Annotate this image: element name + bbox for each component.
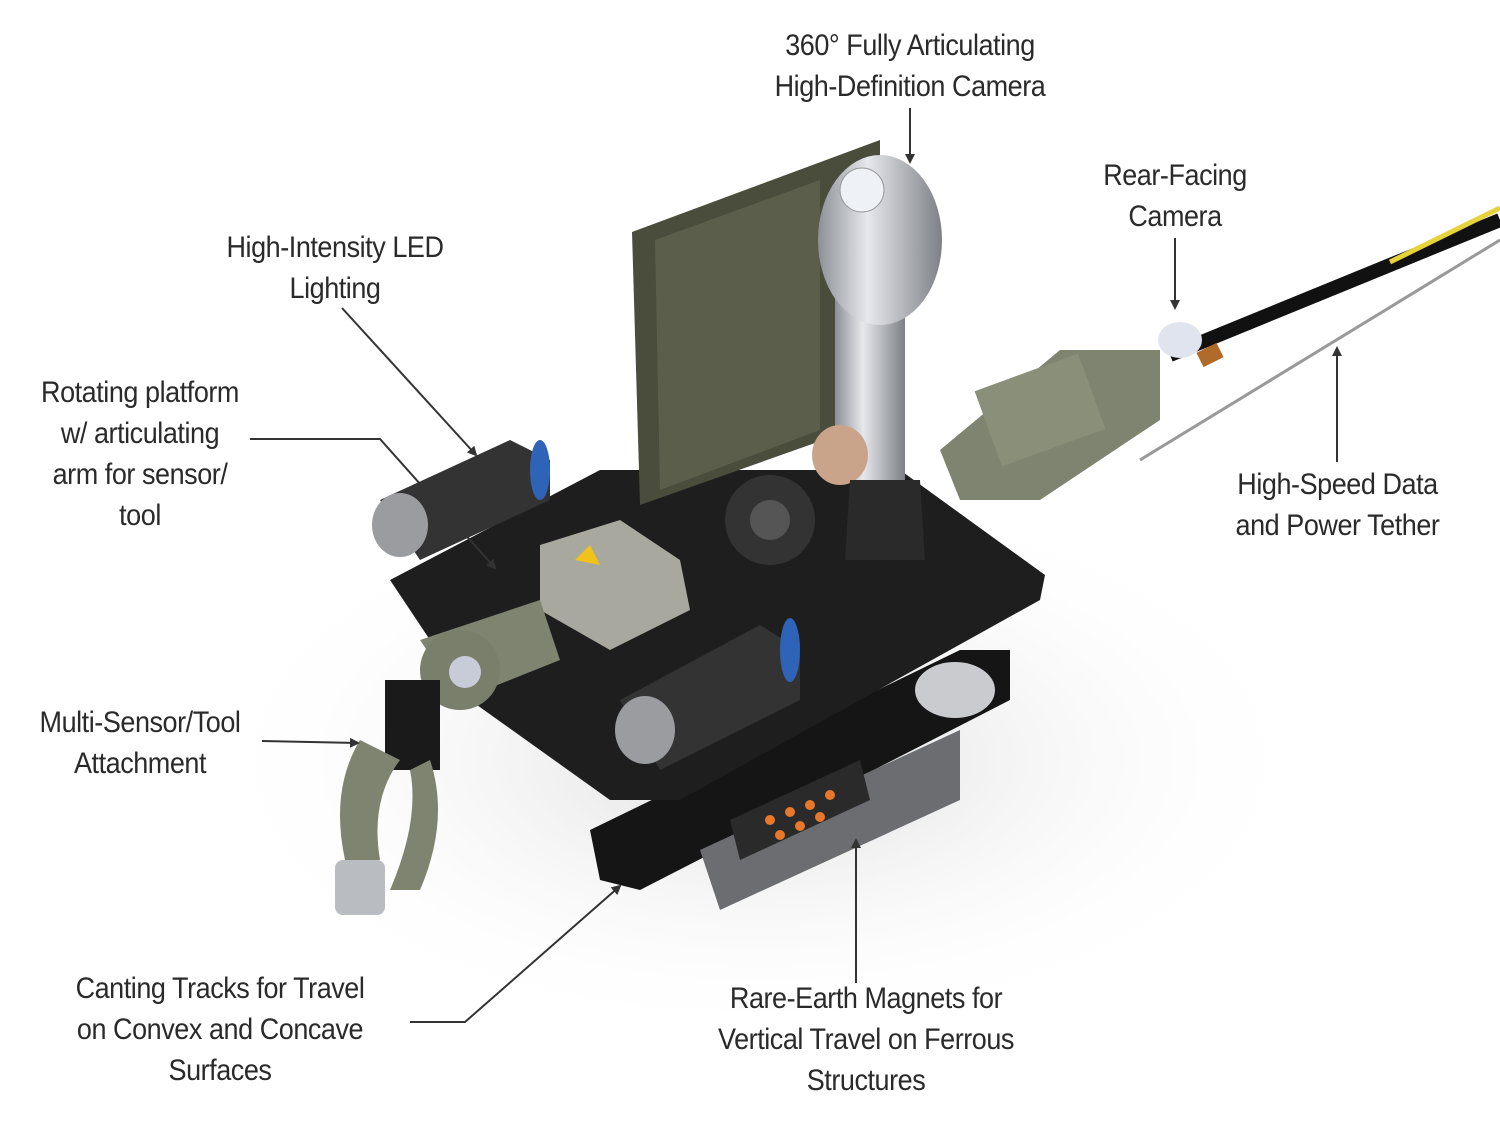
tool-attachment xyxy=(335,680,440,915)
hd-camera xyxy=(812,155,942,560)
callout-arrows xyxy=(250,108,1342,1023)
arrow-platform xyxy=(250,438,497,570)
magnet-blocks xyxy=(700,730,960,910)
label-line: Attachment xyxy=(73,747,207,780)
arrow-tracks xyxy=(410,884,622,1023)
label-line: arm for sensor/ xyxy=(52,458,228,491)
label-canting-tracks: Canting Tracks for Travel on Convex and … xyxy=(40,968,400,1091)
label-led-lighting: High-Intensity LED Lighting xyxy=(209,227,461,309)
label-line: Lighting xyxy=(289,272,381,305)
label-line: Vertical Travel on Ferrous xyxy=(718,1023,1014,1056)
label-line: 360° Fully Articulating xyxy=(785,29,1035,62)
arrow-attachment xyxy=(261,737,360,748)
label-line: Canting Tracks for Travel xyxy=(75,972,365,1005)
label-rear-camera: Rear-Facing Camera xyxy=(1085,155,1265,237)
label-hd-camera: 360° Fully Articulating High-Definition … xyxy=(739,25,1081,107)
rear-camera-lens xyxy=(1158,322,1202,358)
label-magnets: Rare-Earth Magnets for Vertical Travel o… xyxy=(686,978,1046,1101)
label-line: Camera xyxy=(1128,200,1222,233)
label-line: Rare-Earth Magnets for xyxy=(729,982,1003,1015)
arrow-led xyxy=(341,307,478,457)
label-line: Surfaces xyxy=(168,1054,272,1087)
label-line: High-Intensity LED xyxy=(226,231,444,264)
label-line: Multi-Sensor/Tool xyxy=(39,706,241,739)
label-line: tool xyxy=(119,499,161,532)
label-line: w/ articulating xyxy=(60,417,220,450)
label-line: and Power Tether xyxy=(1235,509,1440,542)
display-panel xyxy=(632,140,880,505)
tether xyxy=(1139,205,1500,462)
label-line: High-Speed Data xyxy=(1237,468,1438,501)
label-rotating-platform: Rotating platform w/ articulating arm fo… xyxy=(23,372,257,536)
led-light-rear xyxy=(372,440,550,560)
label-line: Rear-Facing xyxy=(1103,159,1247,192)
label-tool-attachment: Multi-Sensor/Tool Attachment xyxy=(19,702,262,784)
label-line: Rotating platform xyxy=(41,376,239,409)
tracks xyxy=(590,650,1010,910)
magnet-orange xyxy=(765,790,835,840)
rear-arm xyxy=(940,322,1202,500)
label-line: on Convex and Concave xyxy=(76,1013,364,1046)
label-line: High-Definition Camera xyxy=(774,70,1046,103)
label-tether: High-Speed Data and Power Tether xyxy=(1214,464,1462,546)
label-line: Structures xyxy=(806,1064,926,1097)
led-light-front xyxy=(615,618,800,770)
